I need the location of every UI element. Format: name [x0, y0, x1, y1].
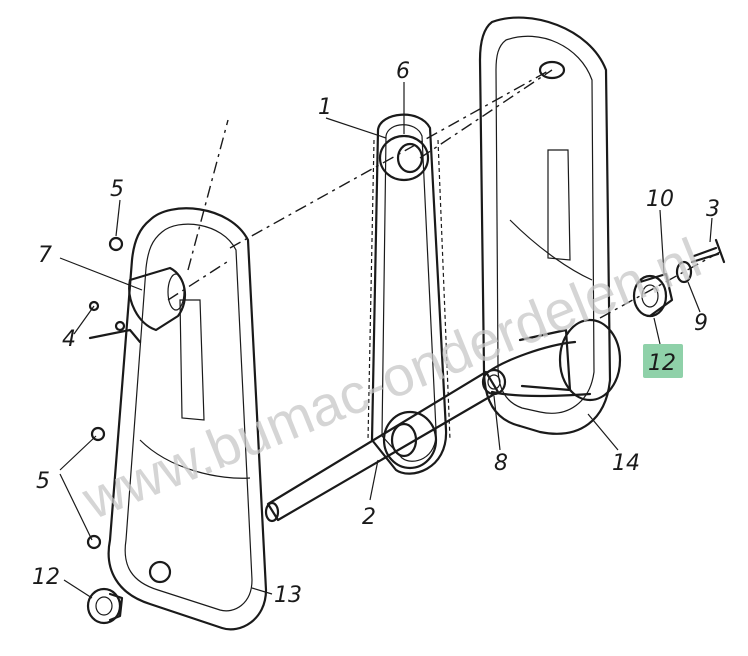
- watermark-text: www.bumac-onderdelen.nl: [73, 226, 709, 532]
- label-4: 4: [62, 327, 76, 352]
- highlight-box: [643, 344, 683, 378]
- assembly-axes: [167, 69, 721, 319]
- bushing-12-right: [632, 272, 674, 318]
- drive-shaft-2: [264, 370, 500, 523]
- bolt-5-low: [86, 534, 102, 550]
- label-7: 7: [38, 243, 52, 268]
- label-12-left: 12: [32, 565, 60, 590]
- label-5-low: 5: [36, 469, 50, 494]
- top-sprocket-6: [378, 134, 430, 182]
- label-5-top: 5: [110, 177, 124, 202]
- label-12-right: 12: [648, 351, 676, 376]
- bolt-5-top: [108, 236, 124, 252]
- label-8: 8: [494, 451, 508, 476]
- label-14: 14: [612, 451, 640, 476]
- bolt-5-mid: [90, 426, 106, 442]
- drive-chain: [367, 113, 451, 475]
- label-9: 9: [694, 311, 708, 336]
- leader-lines: [59, 82, 713, 599]
- right-gear-housing: [478, 16, 622, 435]
- label-3: 3: [706, 197, 720, 222]
- washer-9: [675, 260, 693, 284]
- left-chain-cover: [107, 207, 268, 631]
- cap-7: [128, 266, 187, 332]
- screws-4: [88, 300, 142, 344]
- label-2: 2: [362, 505, 376, 530]
- label-10: 10: [646, 187, 674, 212]
- label-1: 1: [318, 95, 332, 120]
- label-13: 13: [274, 583, 302, 608]
- label-6: 6: [396, 59, 410, 84]
- bushing-12-left: [86, 587, 124, 625]
